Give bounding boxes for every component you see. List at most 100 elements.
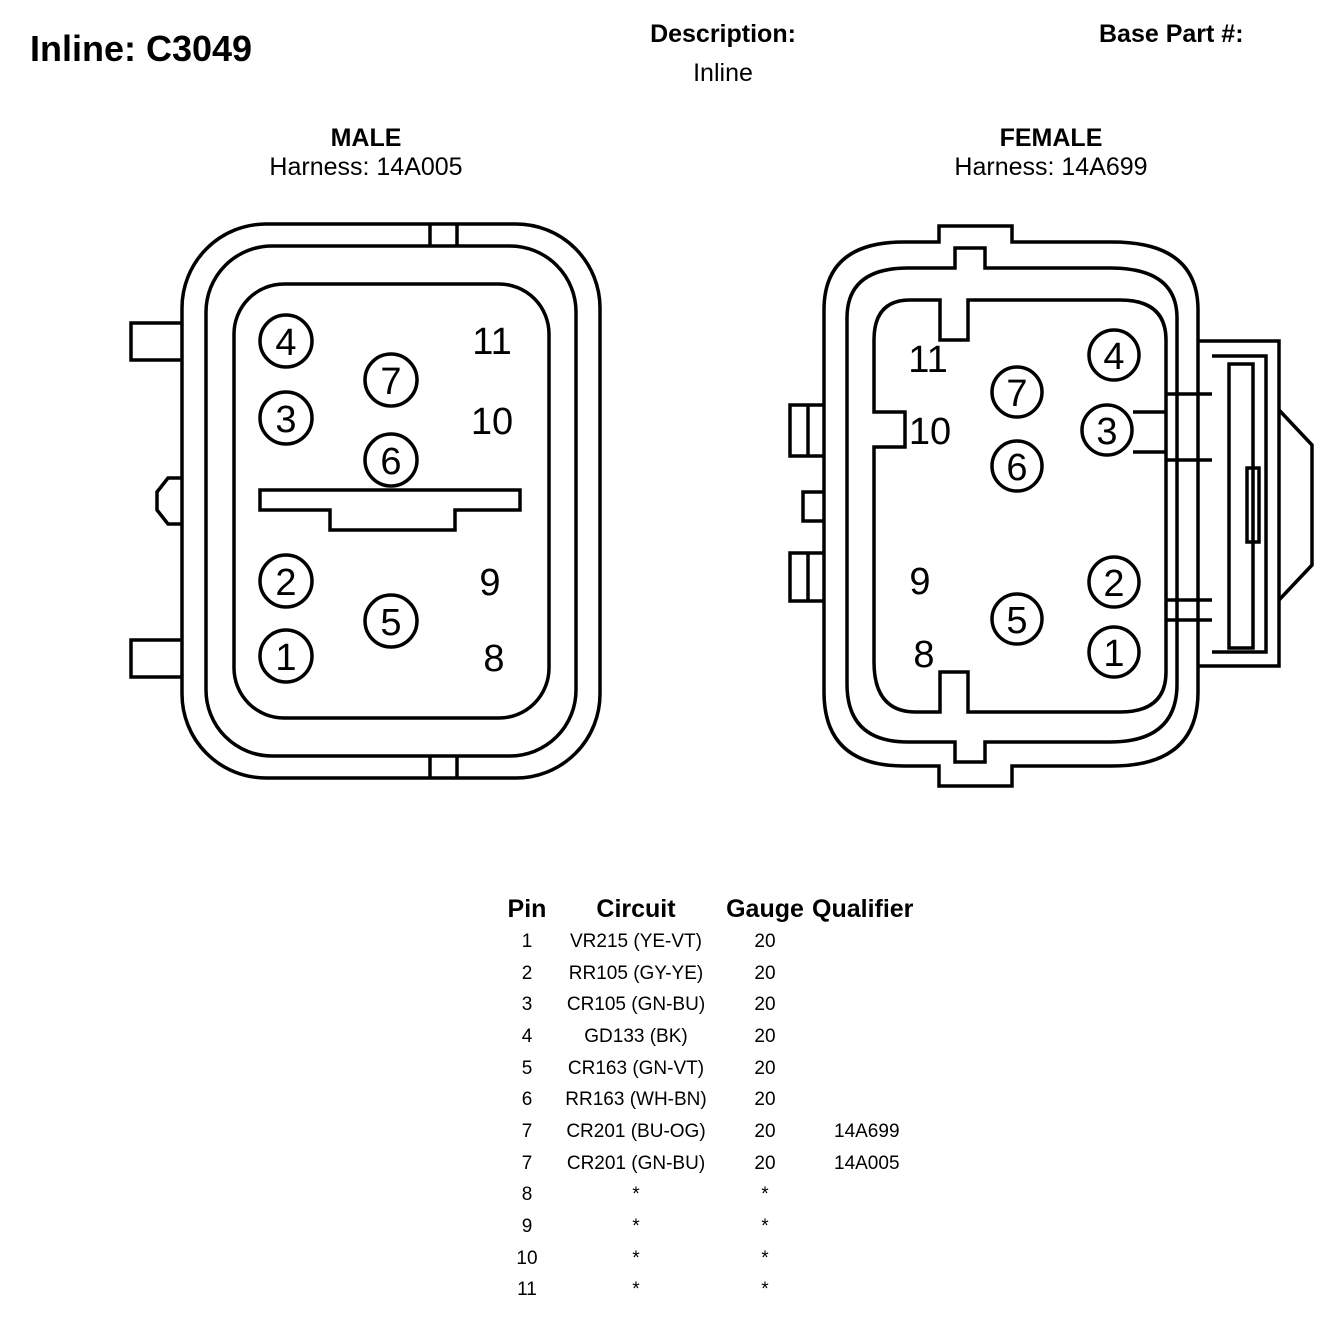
table-row: 5 CR163 (GN-VT) 20 — [500, 1053, 952, 1085]
female-pin-label: 2 — [1103, 563, 1124, 605]
pin-cell: 7 — [521, 1120, 533, 1142]
qualifier-cell — [812, 1021, 952, 1053]
female-label: FEMALE — [999, 124, 1103, 152]
pin-cell: 2 — [521, 962, 533, 984]
male-pin-label: 5 — [380, 602, 401, 644]
column-header-circuit: Circuit — [596, 895, 676, 923]
male-pin-circles — [258, 313, 419, 684]
male-pin-label: 9 — [479, 562, 500, 604]
male-pin-label: 4 — [275, 322, 296, 364]
page-title: Inline: C3049 — [30, 28, 253, 69]
female-pin-label: 11 — [908, 339, 947, 381]
qualifier-cell — [812, 1084, 952, 1116]
male-pin-label: 8 — [483, 638, 504, 680]
qualifier-cell — [812, 1243, 952, 1275]
circuit-cell: * — [632, 1247, 640, 1269]
table-row: 9** — [500, 1211, 952, 1243]
female-pin-label: 5 — [1006, 600, 1027, 642]
female-pin-label: 9 — [909, 561, 930, 603]
table-row: 7 CR201 (GN-BU) 20 14A005 — [500, 1148, 952, 1180]
table-row: 8 * * — [500, 1180, 952, 1212]
circuit-cell: CR105 (GN-BU) — [566, 994, 706, 1016]
circuit-cell: GD133 (BK) — [584, 1025, 688, 1047]
male-pin-label: 3 — [275, 399, 296, 441]
connector-diagram: 4 3 7 6 2 1 5 11 10 9 8 4 3 7 6 2 1 5 11… — [129, 222, 1314, 788]
qualifier-cell — [812, 1211, 952, 1243]
male-connector-heading: MALE Harness: 14A005 — [166, 124, 566, 182]
male-harness: Harness: 14A005 — [269, 153, 463, 181]
gauge-cell: 20 — [754, 1025, 776, 1047]
table-header-row: Pin Circuit Gauge Qualifier — [500, 893, 952, 926]
table-row: 3 CR105 (GN-BU) 20 — [500, 989, 952, 1021]
pin-cell: 6 — [521, 1089, 533, 1111]
qualifier-cell: 14A699 — [834, 1120, 900, 1142]
table-row: 6 RR163 (WH-BN) 20 — [500, 1084, 952, 1116]
gauge-cell: * — [761, 1216, 769, 1238]
table-row: 4 GD133 (BK) 20 — [500, 1021, 952, 1053]
gauge-cell: * — [761, 1279, 769, 1301]
qualifier-cell — [812, 989, 952, 1021]
pin-cell: 1 — [521, 930, 533, 952]
female-connector-outline — [788, 224, 1314, 788]
circuit-cell: VR215 (YE-VT) — [570, 930, 702, 952]
gauge-cell: 20 — [754, 1152, 776, 1174]
male-pin-label: 11 — [472, 321, 511, 363]
gauge-cell: 20 — [754, 1089, 776, 1111]
female-pin-label: 4 — [1103, 336, 1124, 378]
qualifier-cell — [812, 1053, 952, 1085]
circuit-cell: CR163 (GN-VT) — [567, 1057, 705, 1079]
circuit-cell: CR201 (BU-OG) — [566, 1120, 706, 1142]
qualifier-cell: 14A005 — [834, 1152, 900, 1174]
male-label: MALE — [330, 124, 402, 152]
base-part-label: Base Part #: — [1099, 20, 1244, 48]
female-pin-label: 7 — [1006, 373, 1027, 415]
female-harness: Harness: 14A699 — [954, 153, 1148, 181]
gauge-cell: 20 — [754, 1057, 776, 1079]
male-pin-label: 10 — [471, 401, 513, 443]
female-connector-heading: FEMALE Harness: 14A699 — [851, 124, 1251, 182]
gauge-cell: 20 — [754, 994, 776, 1016]
circuit-cell: CR201 (GN-BU) — [566, 1152, 706, 1174]
circuit-cell: RR163 (WH-BN) — [565, 1089, 707, 1111]
gauge-cell: * — [761, 1247, 769, 1269]
pin-cell: 7 — [521, 1152, 533, 1174]
qualifier-cell — [812, 1275, 952, 1307]
male-connector-outline — [129, 222, 602, 780]
female-pin-label: 3 — [1096, 411, 1117, 453]
table-row: 11 * * — [500, 1275, 952, 1307]
description-value: Inline — [693, 59, 753, 87]
qualifier-cell — [812, 926, 952, 958]
gauge-cell: * — [761, 1184, 769, 1206]
qualifier-cell — [812, 958, 952, 990]
female-pin-label: 8 — [913, 634, 934, 676]
column-header-pin: Pin — [507, 895, 547, 923]
table-row: 10 * * — [500, 1243, 952, 1275]
description-label: Description: — [650, 20, 796, 48]
pin-cell: 8 — [521, 1184, 533, 1206]
pin-cell: 9 — [521, 1216, 533, 1238]
pin-cell: 4 — [521, 1025, 533, 1047]
male-pin-label: 1 — [275, 637, 296, 679]
pin-cell: 5 — [521, 1057, 533, 1079]
female-pin-circles — [990, 328, 1141, 679]
table-body: 1 VR215 (YE-VT) 20 2 RR105 (GY-YE) 20 3 CR105 (… — [500, 926, 952, 1306]
male-pin-label: 6 — [380, 441, 401, 483]
female-pin-label: 10 — [909, 411, 951, 453]
gauge-cell: 20 — [754, 1120, 776, 1142]
pin-circuit-table: Pin Circuit Gauge Qualifier 1 VR215 (YE-V… — [500, 893, 952, 1306]
circuit-cell: * — [632, 1184, 640, 1206]
table-row: 1 VR215 (YE-VT) 20 — [500, 926, 952, 958]
table-row: 7 CR201 (BU-OG) 20 14A699 — [500, 1116, 952, 1148]
pin-cell: 11 — [517, 1279, 537, 1301]
gauge-cell: 20 — [754, 930, 776, 952]
qualifier-cell — [812, 1180, 952, 1212]
female-pin-label: 6 — [1006, 447, 1027, 489]
male-pin-label: 2 — [275, 562, 296, 604]
male-pin-label: 7 — [380, 361, 401, 403]
pin-cell: 3 — [521, 994, 533, 1016]
circuit-cell: * — [632, 1279, 640, 1301]
circuit-cell: RR105 (GY-YE) — [568, 962, 704, 984]
pin-cell: 10 — [516, 1247, 538, 1269]
column-header-qualifier: Qualifier — [812, 895, 914, 923]
